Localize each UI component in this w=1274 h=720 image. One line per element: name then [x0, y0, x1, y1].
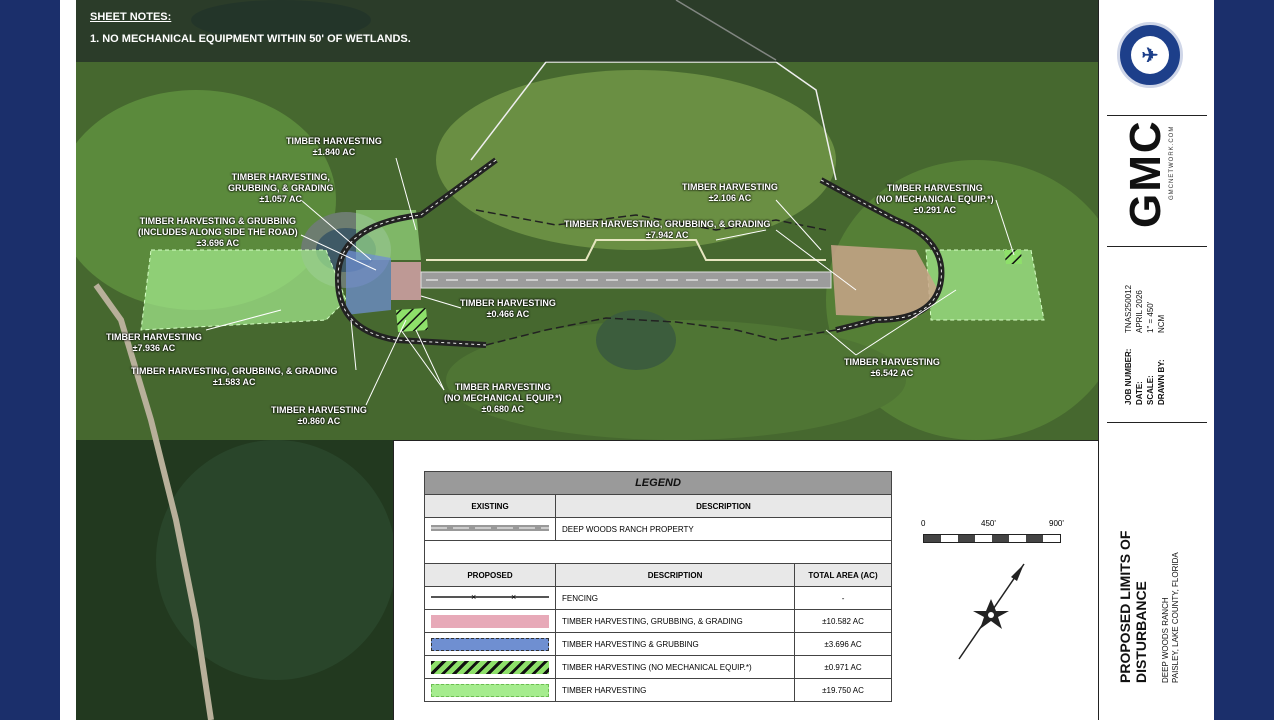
callout-timber-6542: TIMBER HARVESTING±6.542 AC [844, 357, 940, 378]
legend-proposed-header: PROPOSED [424, 563, 556, 587]
drawing-title: PROPOSED LIMITS OF DISTURBANCE [1117, 531, 1149, 683]
callout-grading-1057: TIMBER HARVESTING,GRUBBING, & GRADING±1.… [228, 172, 334, 204]
legend-desc-grading: TIMBER HARVESTING, GRUBBING, & GRADING [554, 609, 796, 633]
label-date: DATE: [1135, 381, 1144, 405]
legend-symbol-timber [424, 678, 556, 702]
legend-title: LEGEND [424, 471, 892, 495]
callout-nomech-0291: TIMBER HARVESTING(NO MECHANICAL EQUIP.*)… [876, 183, 994, 215]
value-job-number: TNAS250012 [1124, 284, 1133, 333]
scale-label-900: 900' [1049, 519, 1064, 528]
legend-symbol-no-mech [424, 655, 556, 679]
firm-logo: GMC [1121, 119, 1171, 228]
legend-area-header: TOTAL AREA (AC) [794, 563, 892, 587]
sheet-notes-bar [76, 0, 1098, 62]
legend-area-fencing: - [794, 586, 892, 610]
callout-timber-0860: TIMBER HARVESTING±0.860 AC [271, 405, 367, 426]
scale-label-0: 0 [921, 519, 926, 528]
aerial-map: SHEET NOTES: 1. NO MECHANICAL EQUIPMENT … [76, 0, 1098, 720]
drawing-title-line-1: PROPOSED LIMITS OF [1117, 530, 1133, 683]
project-info: DEEP WOODS RANCH PAISLEY, LAKE COUNTY, F… [1161, 552, 1181, 683]
firm-name: GMC [1121, 119, 1170, 228]
callout-timber-0466: TIMBER HARVESTING±0.466 AC [460, 298, 556, 319]
scale-bar [923, 534, 1061, 543]
sheet-note-1: 1. NO MECHANICAL EQUIPMENT WITHIN 50' OF… [90, 33, 411, 45]
project-location: PAISLEY, LAKE COUNTY, FLORIDA [1171, 552, 1180, 683]
callout-grubbing-3696: TIMBER HARVESTING & GRUBBING(INCLUDES AL… [138, 216, 298, 248]
university-logo-icon: ✈ [1117, 22, 1183, 88]
legend-symbol-property [424, 517, 556, 541]
callout-grading-1583: TIMBER HARVESTING, GRUBBING, & GRADING±1… [131, 366, 338, 387]
legend-desc-fencing: FENCING [554, 586, 796, 610]
scale-label-450: 450' [981, 519, 996, 528]
legend-desc-property: DEEP WOODS RANCH PROPERTY [555, 517, 892, 541]
callout-nomech-0680: TIMBER HARVESTING(NO MECHANICAL EQUIP.*)… [444, 382, 562, 414]
legend-area-timber: ±19.750 AC [794, 678, 892, 702]
callout-timber-2106: TIMBER HARVESTING±2.106 AC [682, 182, 778, 203]
svg-text:×: × [471, 592, 476, 602]
value-scale: 1" = 450' [1146, 301, 1155, 333]
value-drawn-by: NCM [1157, 314, 1166, 333]
job-info-labels: JOB NUMBER: DATE: SCALE: DRAWN BY: [1123, 349, 1167, 405]
firm-url: GMCNETWORK.COM [1169, 125, 1175, 200]
legend-area-no-mech: ±0.971 AC [794, 655, 892, 679]
north-arrow-icon [958, 563, 1025, 660]
drawing-title-line-2: DISTURBANCE [1133, 581, 1149, 683]
project-name: DEEP WOODS RANCH [1161, 597, 1170, 683]
callout-grading-7942: TIMBER HARVESTING, GRUBBING, & GRADING±7… [564, 219, 771, 240]
job-info-values: TNAS250012 APRIL 2026 1" = 450' NCM [1123, 285, 1167, 333]
legend-symbol-grubbing [424, 632, 556, 656]
label-drawn-by: DRAWN BY: [1157, 359, 1166, 405]
legend-desc-grubbing: TIMBER HARVESTING & GRUBBING [554, 632, 796, 656]
legend-table: LEGEND EXISTING DESCRIPTION DEEP WOODS R… [424, 471, 892, 702]
legend-description-header: DESCRIPTION [555, 494, 892, 518]
legend-desc-timber: TIMBER HARVESTING [554, 678, 796, 702]
label-scale: SCALE: [1146, 375, 1155, 405]
legend-proposed-desc-header: DESCRIPTION [554, 563, 796, 587]
legend-symbol-fencing: ×× [424, 586, 556, 610]
sheet-notes-heading: SHEET NOTES: [90, 11, 172, 23]
legend-symbol-grading [424, 609, 556, 633]
legend-area-grading: ±10.582 AC [794, 609, 892, 633]
legend-desc-no-mech: TIMBER HARVESTING (NO MECHANICAL EQUIP.*… [554, 655, 796, 679]
title-block: ✈ GMC GMCNETWORK.COM JOB NUMBER: DATE: S… [1098, 0, 1214, 720]
value-date: APRIL 2026 [1135, 290, 1144, 333]
callout-timber-7936: TIMBER HARVESTING±7.936 AC [106, 332, 202, 353]
svg-text:×: × [511, 592, 516, 602]
legend-panel: LEGEND EXISTING DESCRIPTION DEEP WOODS R… [393, 440, 1098, 720]
label-job-number: JOB NUMBER: [1124, 348, 1133, 405]
legend-area-grubbing: ±3.696 AC [794, 632, 892, 656]
callout-timber-1840: TIMBER HARVESTING±1.840 AC [286, 136, 382, 157]
legend-existing-header: EXISTING [424, 494, 556, 518]
